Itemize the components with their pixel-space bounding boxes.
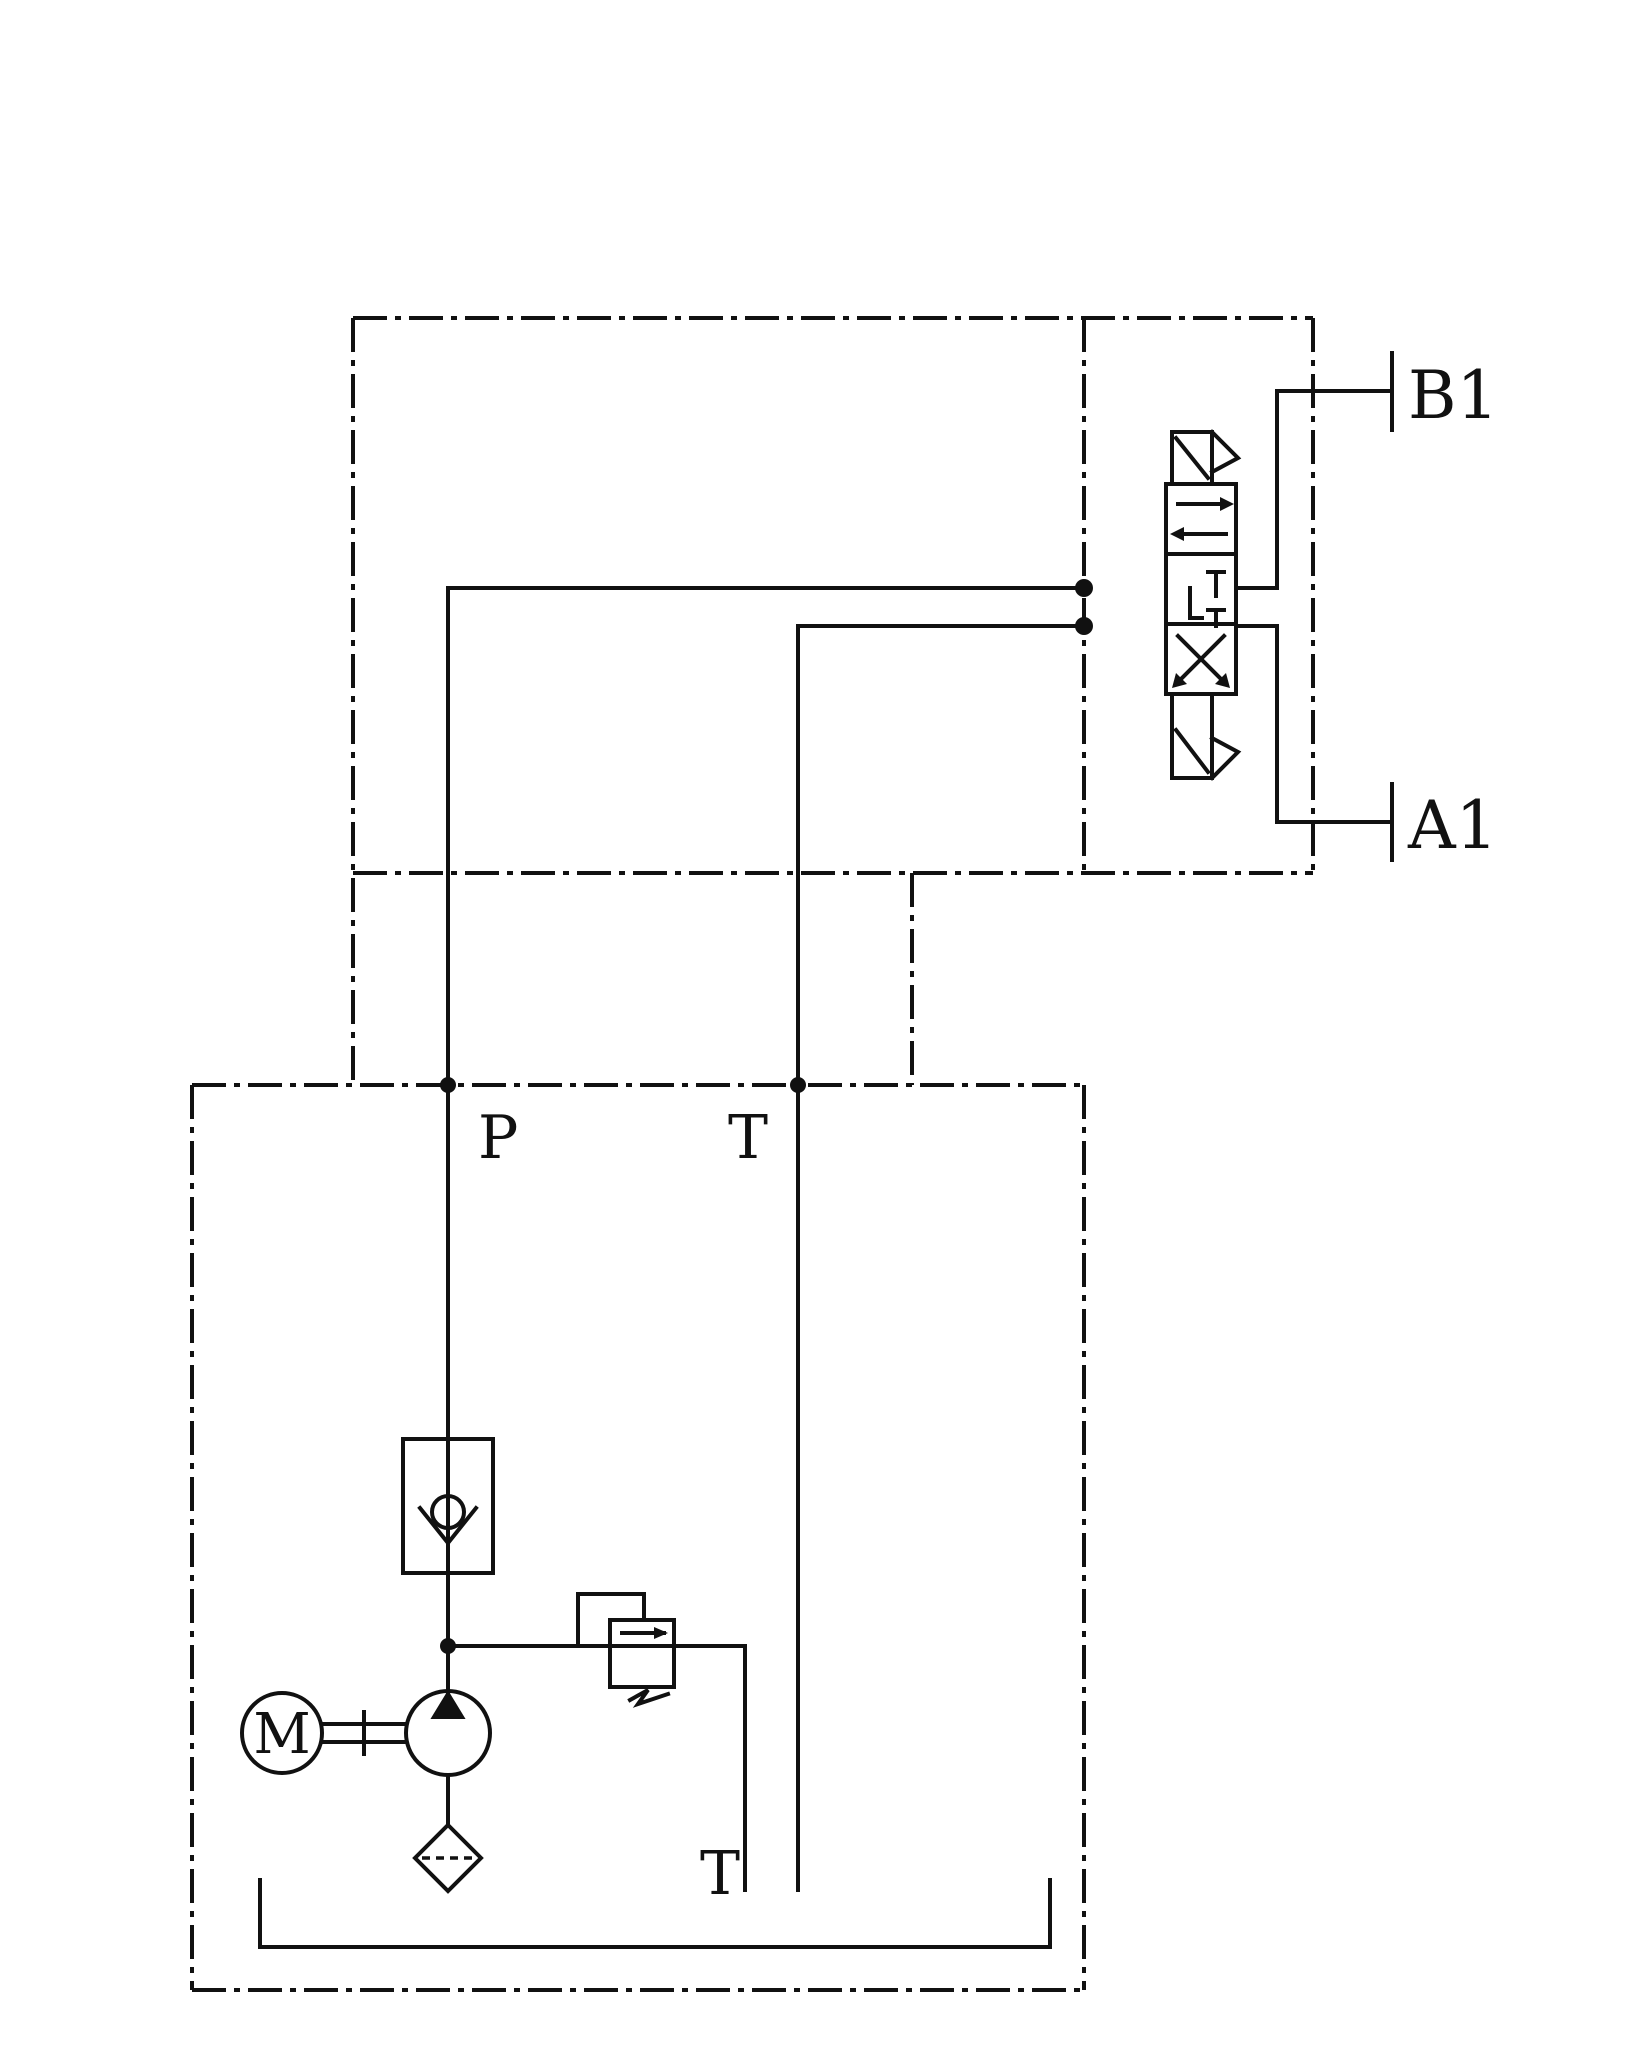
junction-dot: [440, 1077, 456, 1093]
pressure-port-label: P: [478, 1103, 518, 1173]
port-b1-label: B1: [1408, 357, 1499, 434]
junction-dot: [1075, 579, 1093, 597]
port-a1-label: A1: [1407, 787, 1498, 864]
motor-coupling: [320, 1710, 408, 1756]
junction-dot: [790, 1077, 806, 1093]
directional-control-valve: [1164, 389, 1392, 824]
tank-line: [796, 624, 1086, 1892]
tank-port-label-upper: T: [728, 1103, 768, 1173]
check-valve: [401, 1437, 495, 1575]
pressure-line: [446, 586, 1086, 1697]
reservoir: [258, 1878, 1052, 1949]
boundary-lines: [190, 316, 1315, 1992]
motor-label: M: [253, 1702, 310, 1767]
tank-port-label-lower: T: [700, 1839, 740, 1909]
suction-filter: [412, 1822, 484, 1894]
relief-drain-line: [446, 1644, 747, 1892]
junction-dot: [1075, 617, 1093, 635]
junction-dot: [440, 1638, 456, 1654]
hydraulic-pump: [404, 1689, 492, 1827]
relief-valve: [576, 1592, 676, 1708]
electric-motor: M: [240, 1691, 324, 1775]
